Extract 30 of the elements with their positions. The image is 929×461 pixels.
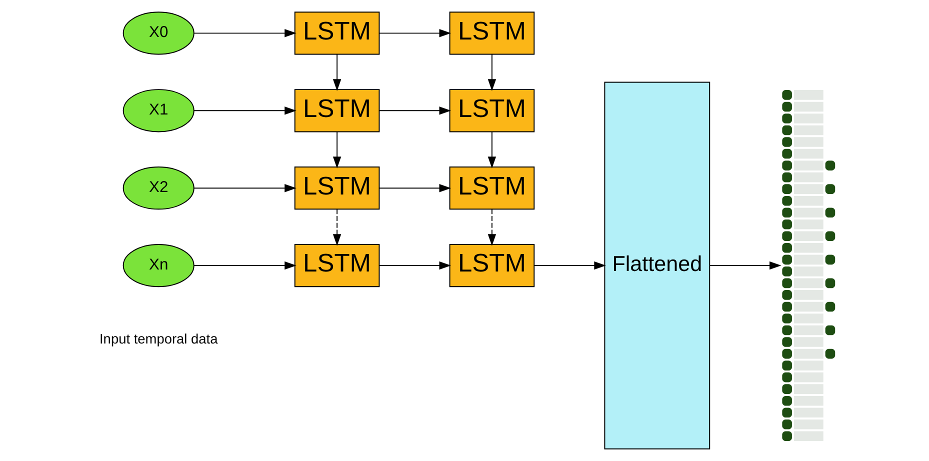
node-box: LSTM — [294, 12, 380, 55]
arrow — [193, 184, 296, 192]
arrow — [378, 261, 451, 270]
arrow — [378, 29, 451, 38]
arrow — [487, 131, 496, 168]
node-ellipse: Xn — [122, 244, 194, 288]
arrow — [193, 261, 296, 270]
arrow — [533, 261, 606, 270]
node-box: LSTM — [448, 89, 534, 132]
node-box: Flattened — [604, 82, 710, 450]
arrow — [332, 131, 341, 168]
node-ellipse: X2 — [122, 166, 194, 210]
arrow — [378, 106, 451, 115]
node-box: LSTM — [294, 244, 380, 288]
arrow — [487, 54, 496, 91]
node-box: LSTM — [448, 244, 534, 288]
arrow — [332, 208, 341, 246]
node-box: LSTM — [294, 89, 380, 132]
arrow — [193, 29, 296, 38]
arrow — [378, 184, 451, 192]
node-ellipse: X1 — [122, 89, 194, 132]
arrow — [193, 106, 296, 115]
node-box: LSTM — [448, 12, 534, 55]
node-box: LSTM — [448, 166, 534, 210]
arrow — [487, 208, 496, 246]
node-box: LSTM — [294, 166, 380, 210]
label: Input temporal data — [99, 332, 218, 347]
arrow — [709, 261, 781, 270]
arrow — [332, 54, 341, 91]
node-ellipse: X0 — [122, 12, 194, 55]
